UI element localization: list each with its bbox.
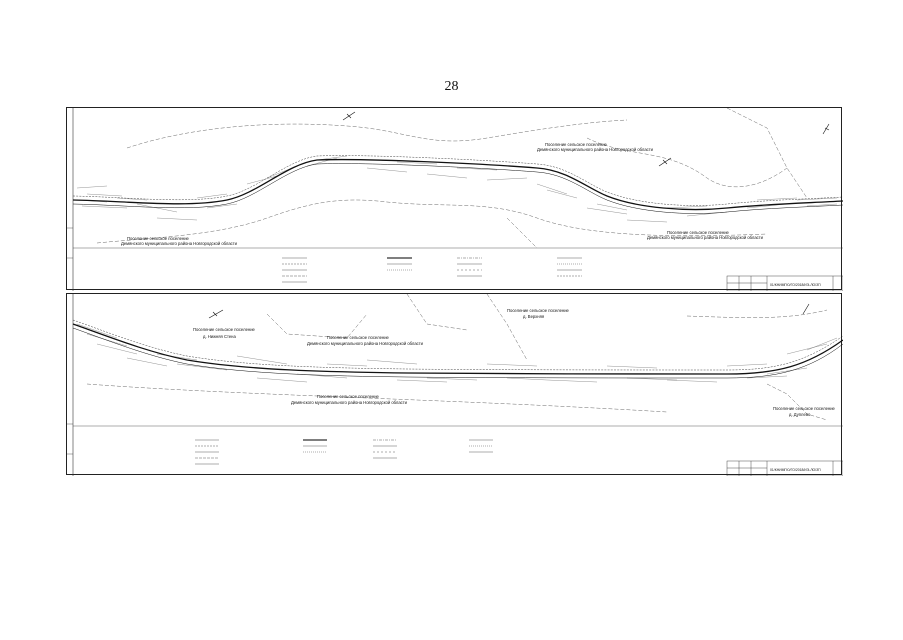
area-label: Поселение сельское поселение (317, 394, 380, 399)
settlement-boundaries-bottom (86, 294, 828, 421)
area-label: Поселение сельское поселение (127, 236, 190, 241)
area-label: Поселение сельское поселение (545, 142, 608, 147)
area-label: Демянского муниципального района Новгоро… (121, 241, 238, 246)
area-label: Демянского муниципального района Новгоро… (307, 341, 424, 346)
page-number: 28 (444, 79, 459, 94)
stamp-code: 01/КНИМГЮ/ГО/2018/ИЭ-ЛО/ЗП (770, 283, 821, 287)
plan-drawing-bottom: Поселение сельское поселение д. Верхняя … (67, 294, 843, 476)
area-label: Поселение сельское поселение (193, 327, 256, 332)
survey-markers-bottom (208, 303, 810, 319)
area-label: Поселение сельское поселение (773, 406, 836, 411)
title-block-bottom (726, 460, 843, 476)
area-label: д. Верхняя (523, 314, 544, 319)
drawing-sheet-top: Поселение сельское поселение Демянского … (66, 107, 843, 291)
drawing-sheet-bottom: Поселение сельское поселение д. Верхняя … (66, 293, 843, 476)
road-corridor-top (72, 155, 843, 214)
road-corridor-bottom (72, 319, 843, 379)
area-label: Поселение сельское поселение (667, 230, 730, 235)
plan-drawing-top: Поселение сельское поселение Демянского … (67, 108, 843, 291)
vegetation-hatch-top (76, 155, 838, 223)
area-label: Поселение сельское поселение (327, 335, 390, 340)
legend-bottom (195, 439, 493, 465)
survey-markers-top (342, 111, 830, 167)
settlement-boundaries-top (96, 108, 808, 249)
area-label: Демянского муниципального района Новгоро… (291, 400, 408, 405)
legend-top (282, 257, 582, 283)
stamp-code: 01/КНИМГЮ/ГО/2018/ИЭ-ЛО/ЗП (770, 468, 821, 472)
area-label: д. Дуплево (789, 412, 811, 417)
area-label: д. Нижняя Стена (203, 334, 236, 339)
area-label: Поселение сельское поселение (507, 308, 570, 313)
area-label: Демянского муниципального района Новгоро… (537, 147, 654, 152)
area-label: Демянского муниципального района Новгоро… (647, 235, 764, 240)
title-block-top (726, 275, 843, 291)
